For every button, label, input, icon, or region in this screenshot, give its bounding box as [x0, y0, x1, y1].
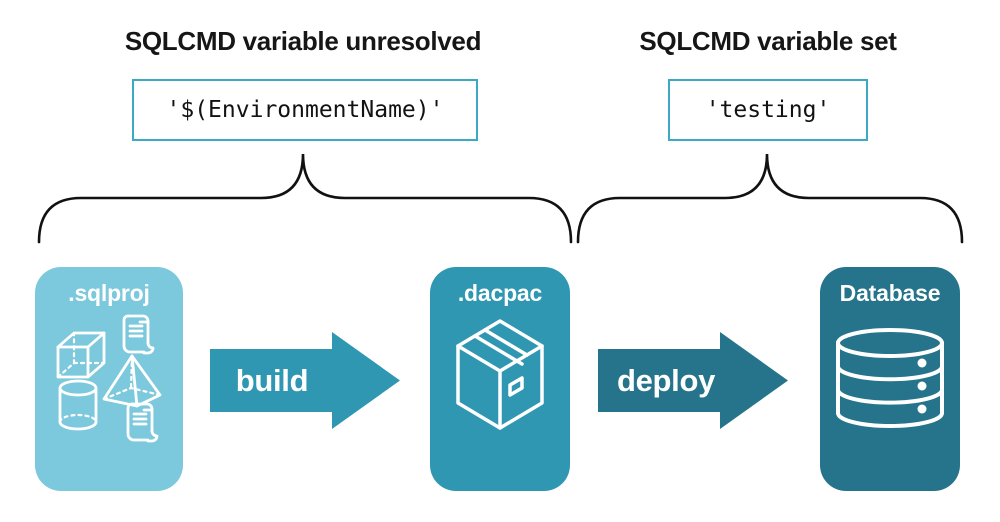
curly-brace-left — [37, 153, 573, 244]
cube-icon — [56, 331, 106, 379]
cylinder-icon — [58, 379, 98, 431]
heading-sqlcmd-set: SQLCMD variable set — [639, 26, 897, 56]
pyramid-icon — [102, 354, 162, 408]
heading-sqlcmd-unresolved: SQLCMD variable unresolved — [124, 26, 482, 56]
node-sqlproj: .sqlproj — [35, 267, 183, 491]
curly-brace-right — [576, 153, 964, 244]
code-value-set: 'testing' — [705, 97, 831, 123]
package-box-icon — [456, 319, 544, 430]
code-value-unresolved: '$(EnvironmentName)' — [166, 97, 444, 123]
script-scroll-icon — [122, 314, 155, 355]
deploy-arrow-label: deploy — [616, 362, 716, 398]
code-box-testing-value: 'testing' — [668, 79, 868, 141]
code-box-environment-variable: '$(EnvironmentName)' — [132, 79, 478, 141]
build-arrow-label: build — [235, 362, 309, 398]
deploy-arrow — [598, 332, 788, 429]
node-sqlproj-label: .sqlproj — [68, 280, 150, 306]
node-dacpac-label: .dacpac — [457, 280, 543, 306]
sql-objects-icon — [56, 314, 162, 443]
build-arrow — [210, 332, 400, 429]
node-dacpac: .dacpac — [430, 267, 570, 491]
script-scroll-icon — [126, 402, 159, 443]
database-cylinder-icon — [836, 328, 944, 428]
node-database: Database — [820, 267, 960, 491]
node-database-label: Database — [839, 280, 941, 306]
